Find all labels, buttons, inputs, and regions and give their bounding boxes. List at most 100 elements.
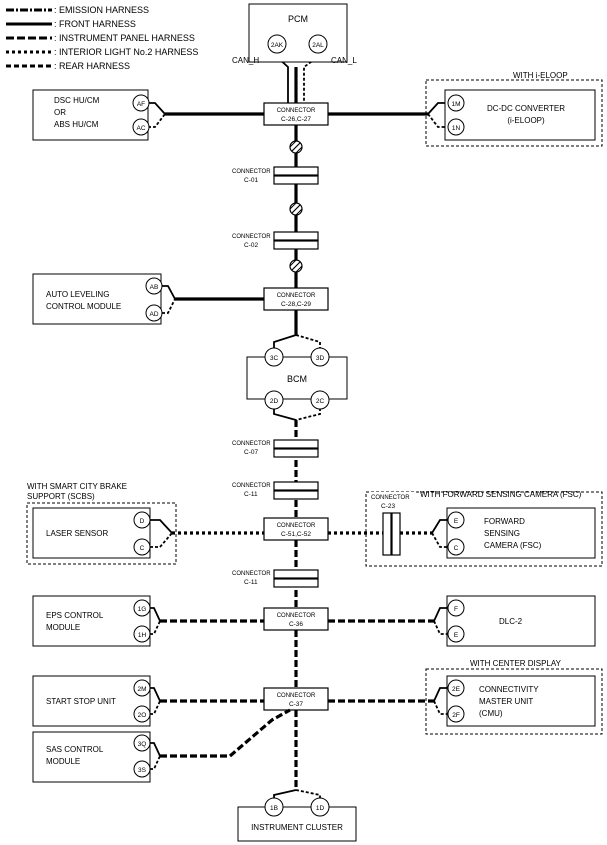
dcdc-wire-1n [427, 113, 445, 128]
bcm-wire-3d [295, 334, 321, 350]
dlc-wire-e [433, 620, 447, 635]
connector-code: C-11 [244, 491, 258, 498]
connector-label: CONNECTOR [277, 693, 316, 699]
pin-1m [447, 94, 465, 112]
al-wire-ab [162, 285, 176, 300]
connector-label: CONNECTOR [277, 523, 316, 529]
bcm-wire-2c [295, 408, 321, 421]
dsc-label: DSC HU/CM [54, 96, 100, 105]
pin-label: AF [137, 101, 145, 108]
bcm-title: BCM [287, 374, 307, 384]
dcdc-label: (i-ELOOP) [507, 116, 545, 125]
pin-1h [133, 625, 151, 643]
module-label: LASER SENSOR [46, 529, 108, 538]
pin-label: 1G [138, 606, 147, 613]
legend-label: : FRONT HARNESS [54, 19, 136, 29]
twisted-pair-markers [289, 140, 303, 273]
dlc-module: DLC-2 F E [446, 595, 596, 647]
dcdc-label: DC-DC CONVERTER [487, 104, 565, 113]
connector-c11-upper: CONNECTOR C-11 [232, 481, 319, 500]
module-label: INSTRUMENT CLUSTER [251, 823, 343, 832]
sas-harness [160, 708, 291, 758]
connector-c11-lower: CONNECTOR C-11 [232, 569, 319, 588]
fsc-module: FORWARD SENSING CAMERA (FSC) E C [446, 507, 596, 559]
pin-3d [310, 347, 330, 367]
legend-label: : INSTRUMENT PANEL HARNESS [54, 33, 195, 43]
connector-code: C-02 [244, 242, 258, 249]
connector-label: CONNECTOR [232, 571, 271, 577]
pin-label: 3S [138, 767, 147, 774]
pin-af [132, 94, 150, 112]
legend: : EMISSION HARNESS : FRONT HARNESS : INS… [6, 5, 198, 71]
connector-c37: CONNECTOR C-37 [263, 687, 329, 711]
pin-label: 2AL [312, 42, 324, 49]
pin-label: C [454, 545, 459, 552]
connector-label: CONNECTOR [232, 483, 271, 489]
pin-label: 2E [452, 686, 461, 693]
pcm-module: PCM 2AK 2AL [248, 3, 348, 63]
connector-code: C-11 [244, 579, 258, 586]
connector-label: CONNECTOR [277, 108, 316, 114]
sas-wire-3q [150, 742, 161, 757]
can-l-label: CAN_L [331, 56, 357, 65]
ss-wire-2m [150, 687, 161, 702]
fsc-wire-e [431, 519, 447, 534]
dcdc-wire-1m [427, 102, 445, 115]
dsc-module: DSC HU/CM OR ABS HU/CM AF AC [32, 89, 150, 141]
module-label: AUTO LEVELING [46, 290, 109, 299]
pin-3c [264, 347, 284, 367]
pin-label: 2D [270, 398, 279, 405]
fsc-group [365, 491, 603, 567]
module-label: DLC-2 [499, 617, 523, 626]
connector-c23: CONNECTOR C-23 [370, 492, 414, 556]
pin-3s [133, 760, 151, 778]
connector-code: C-07 [244, 449, 258, 456]
connector-label: CONNECTOR [232, 234, 271, 240]
pin-label: 1M [451, 101, 460, 108]
pin-label: 2O [138, 712, 147, 719]
pin-label: AB [150, 284, 159, 291]
pin-label: E [454, 518, 459, 525]
dsc-label: OR [54, 108, 66, 117]
eps-wire-1h [150, 620, 161, 635]
bcm-wire-3c [273, 334, 297, 350]
can-h-label: CAN_H [232, 56, 259, 65]
pin-ad [145, 304, 163, 322]
laser-wire-d [150, 519, 173, 534]
sas-module: SAS CONTROL MODULE 3Q 3S [32, 731, 151, 783]
connector-c07: CONNECTOR C-07 [232, 439, 319, 458]
pin-ac [132, 118, 150, 136]
ss-wire-2o [150, 700, 161, 715]
pin-c [447, 538, 465, 556]
module-label: (CMU) [479, 709, 503, 718]
connector-label: CONNECTOR [371, 495, 410, 501]
pin-1g [133, 599, 151, 617]
connector-code: C-28,C-29 [281, 301, 311, 308]
group-label: WITH FORWARD SENSING CAMERA (FSC) [420, 490, 582, 499]
bcm-module: BCM 3C 3D 2D 2C [246, 347, 348, 410]
pin-label: 2C [316, 398, 325, 405]
connector-code: C-23 [381, 503, 395, 510]
module-label: SAS CONTROL [46, 745, 104, 754]
pin-2ak [267, 34, 287, 54]
dcdc-module: DC-DC CONVERTER (i-ELOOP) 1M 1N [444, 89, 596, 141]
laser-wire-c [150, 532, 173, 548]
legend-label: : INTERIOR LIGHT No.2 HARNESS [54, 47, 198, 57]
twist-icon [289, 202, 303, 216]
pin-1d [310, 797, 330, 817]
module-label: SENSING [484, 529, 520, 538]
pin-label: 3Q [138, 741, 147, 748]
pin-label: 3D [316, 355, 325, 362]
connector-label: CONNECTOR [232, 441, 271, 447]
connector-c01: CONNECTOR C-01 [232, 166, 319, 185]
dsc-wire-ac [148, 113, 166, 128]
connector-c02: CONNECTOR C-02 [232, 231, 319, 250]
connector-c36: CONNECTOR C-36 [263, 607, 329, 631]
pin-2m [133, 679, 151, 697]
pin-2e [447, 679, 465, 697]
connector-code: C-36 [289, 621, 303, 628]
pin-label: AC [136, 125, 145, 132]
pin-label: D [140, 518, 145, 525]
start-stop-module: START STOP UNIT 2M 2O [32, 675, 151, 727]
module-label: FORWARD [484, 517, 525, 526]
